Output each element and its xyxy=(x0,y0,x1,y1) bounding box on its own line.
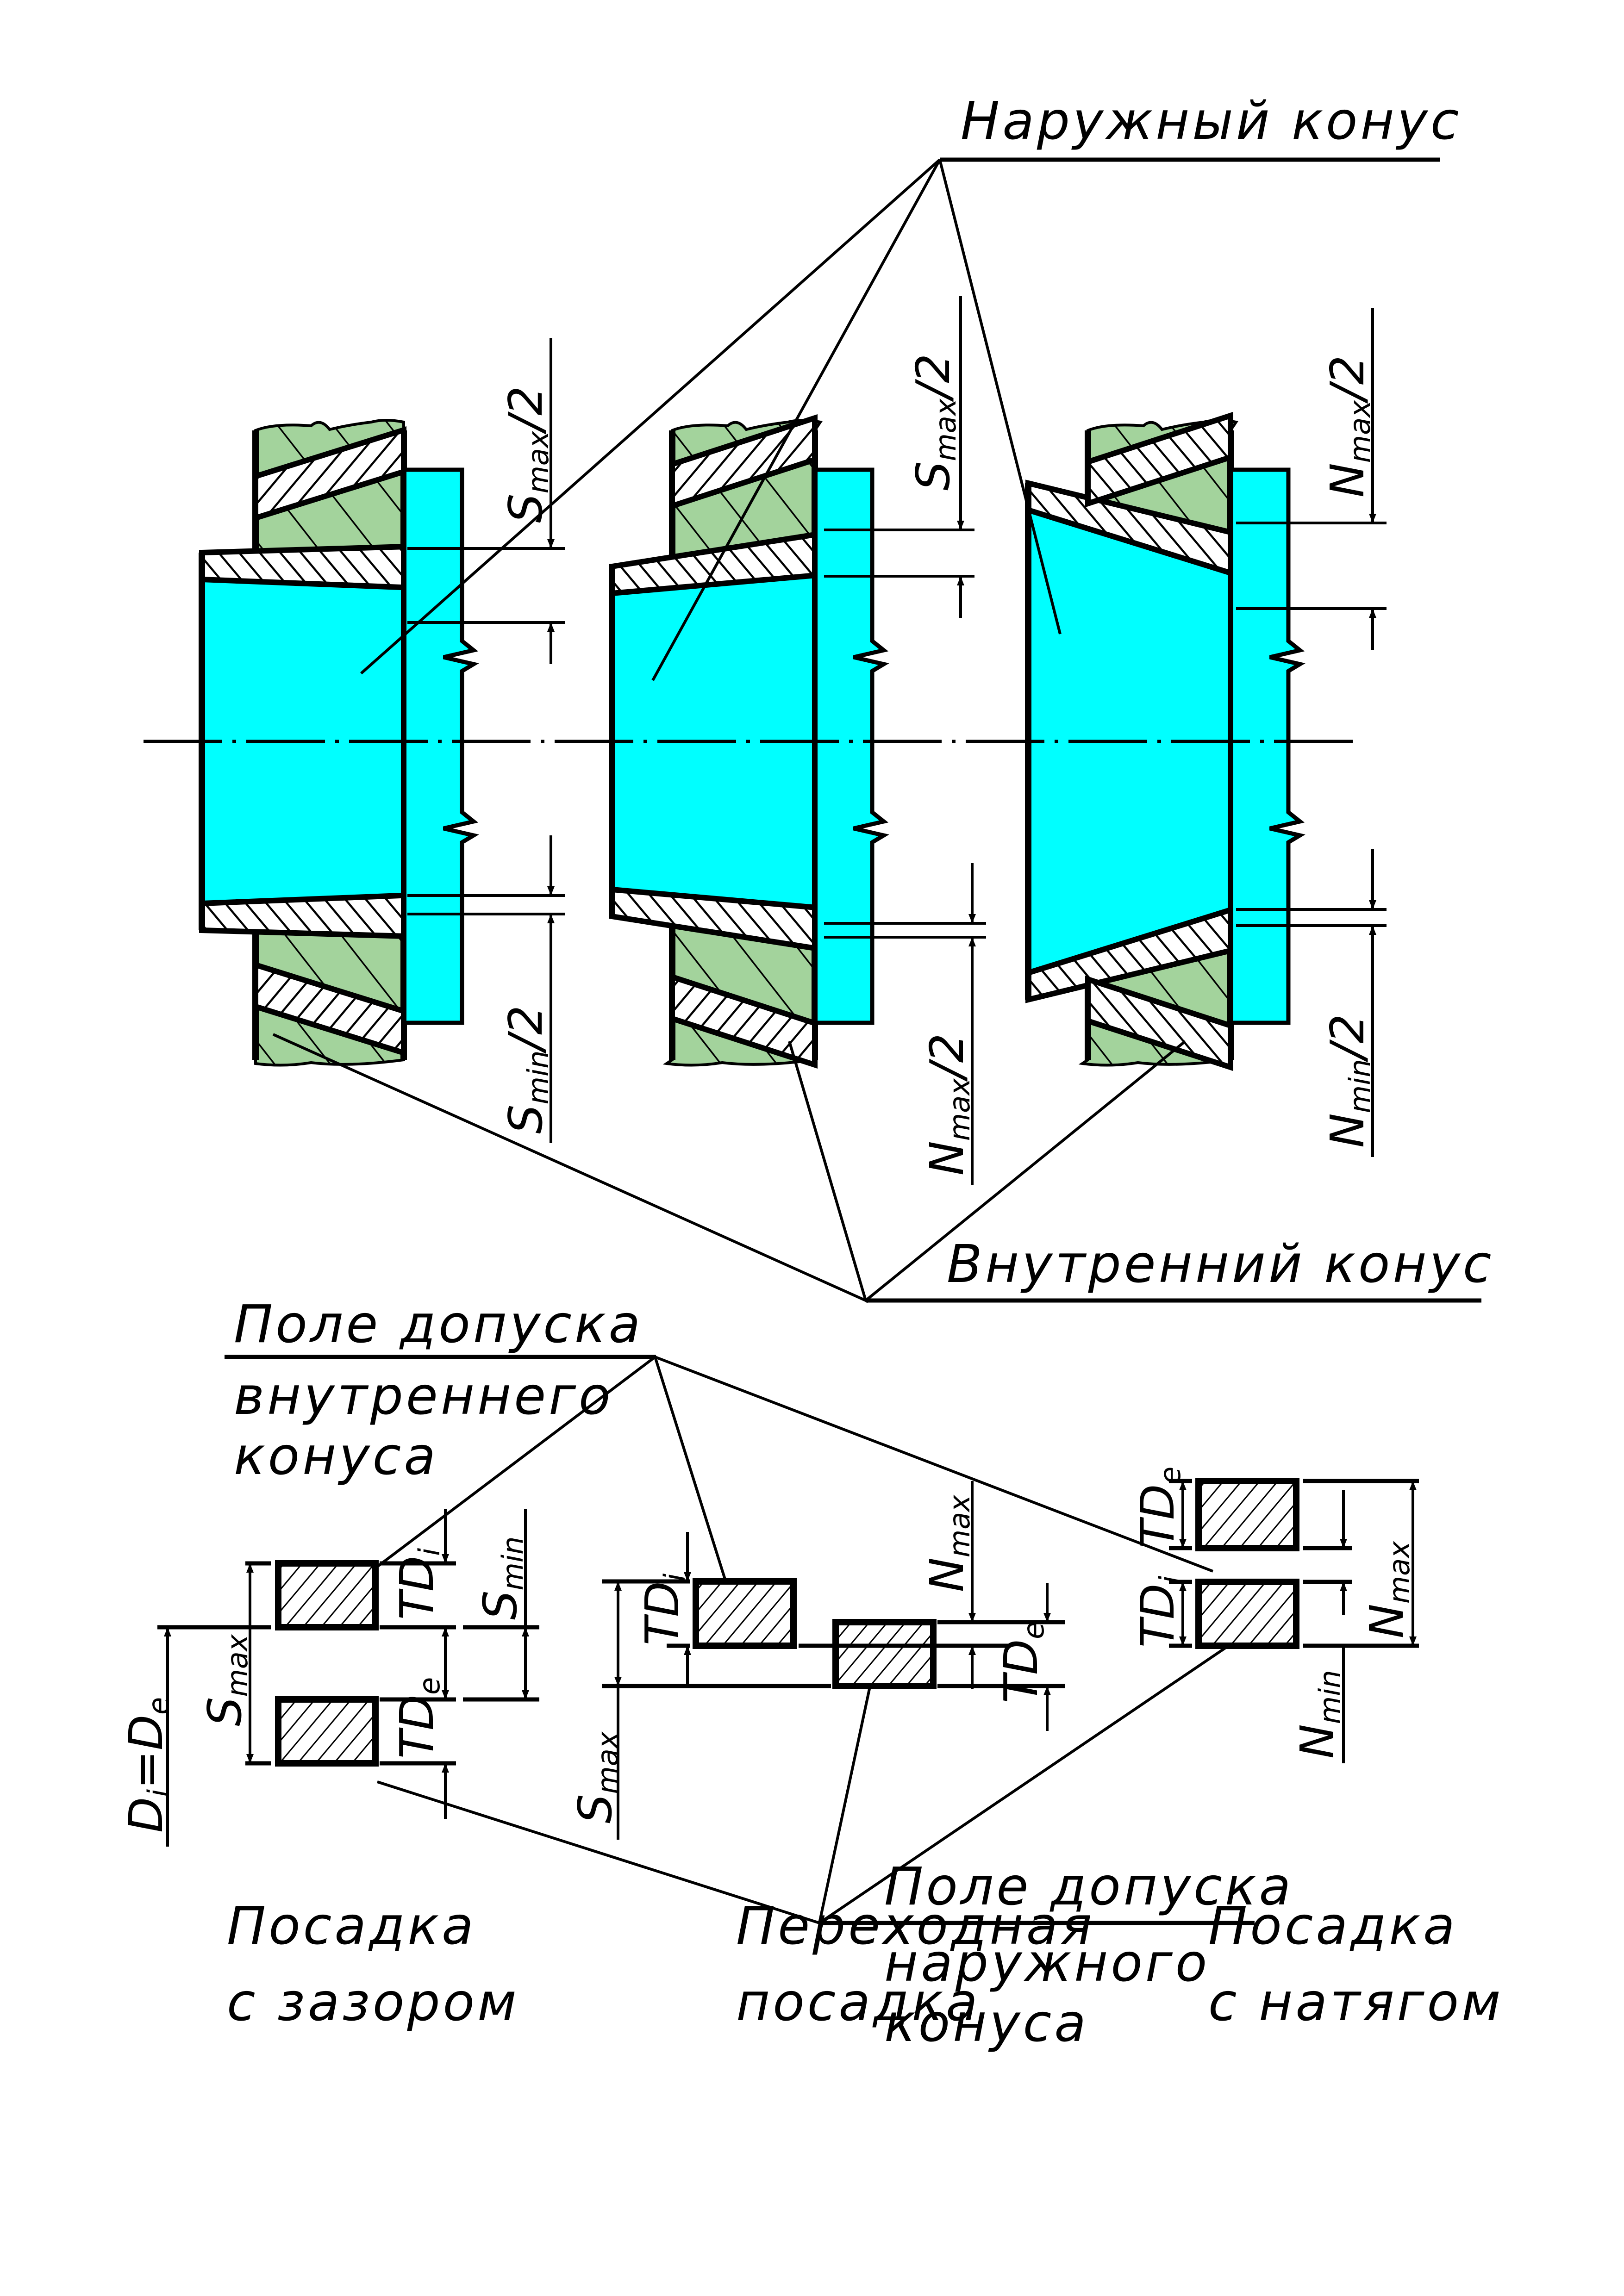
outer-tolerance-line-2: наружного xyxy=(884,1933,1210,1993)
dimension-label: Smax/2 xyxy=(906,354,962,491)
fit-clearance-line-1: Посадка xyxy=(227,1896,476,1956)
outer-tolerance-box xyxy=(1195,1478,1299,1551)
interference-bottom-dim: Nmin/2 xyxy=(1236,849,1387,1157)
inner-tolerance-label: Поле допуска внутреннего конуса xyxy=(225,1294,1214,1630)
outer-tolerance-box xyxy=(275,1696,379,1767)
tde-label: TDe xyxy=(390,1677,446,1759)
sleeve-bottom xyxy=(199,892,406,939)
shaft-section xyxy=(401,467,479,1025)
tdi-label: TDi xyxy=(635,1574,692,1645)
fit-interference-line-2: с натягом xyxy=(1208,1972,1504,2033)
outer-cone-leader: Наружный конус xyxy=(360,91,1462,681)
shaft-section xyxy=(812,467,889,1025)
inner-tolerance-line-3: конуса xyxy=(234,1426,438,1487)
interference-top-dim: Nmax/2 xyxy=(1236,308,1387,650)
nmin-label: Nmin xyxy=(1290,1670,1347,1759)
fit-interference-line-1: Посадка xyxy=(1208,1896,1458,1956)
fit-captions: Посадка с зазором Переходная посадка Пос… xyxy=(227,1896,1504,2033)
nominal-diameter-label: Di=De xyxy=(119,1697,175,1833)
transition-top-dim: Smax/2 xyxy=(824,296,974,618)
inner-tolerance-box xyxy=(1195,1579,1299,1649)
inner-tolerance-line-1: Поле допуска xyxy=(234,1294,643,1355)
tdi-label: TDi xyxy=(1131,1576,1187,1648)
outer-tolerance-box xyxy=(832,1619,937,1689)
outer-tolerance-label: Поле допуска наружного конуса xyxy=(377,1639,1293,2053)
dimension-label: Nmax/2 xyxy=(920,1033,976,1176)
nmax-label: Nmax xyxy=(920,1494,976,1592)
sleeve-top xyxy=(199,544,406,591)
inner-tolerance-box xyxy=(275,1560,379,1630)
inner-tolerance-line-2: внутреннего xyxy=(234,1366,613,1426)
housing-band-bottom xyxy=(253,961,406,1057)
dimension-label: Smax/2 xyxy=(499,386,555,523)
outer-tolerance-line-3: конуса xyxy=(884,1993,1089,2053)
housing-band-bottom xyxy=(1085,975,1233,1071)
assembly-clearance xyxy=(199,419,479,1067)
smax-label: Smax xyxy=(198,1634,254,1726)
smin-label: Smin xyxy=(473,1537,530,1620)
outer-cone-label: Наружный конус xyxy=(961,91,1462,151)
dimension-label: Nmin/2 xyxy=(1320,1014,1377,1148)
clearance-bottom-dim: Smin/2 xyxy=(407,835,565,1143)
dimension-label: Smin/2 xyxy=(499,1005,555,1134)
dimension-label: Nmax/2 xyxy=(1320,355,1377,498)
tde-label: TDe xyxy=(1131,1467,1187,1548)
fit-clearance-line-2: с зазором xyxy=(227,1972,519,2033)
outer-tolerance-line-1: Поле допуска xyxy=(884,1857,1293,1917)
fit-transition-line-2: посадка xyxy=(736,1972,981,2033)
housing-band-top xyxy=(1085,411,1233,508)
tdi-label: TDi xyxy=(390,1548,446,1620)
fit-transition-line-1: Переходная xyxy=(736,1896,1095,1956)
housing-band-top xyxy=(669,414,818,510)
inner-cone-leader: Внутренний конус xyxy=(272,1033,1494,1303)
inner-cone-label: Внутренний конус xyxy=(947,1234,1494,1294)
smax-label: Smax xyxy=(568,1731,625,1823)
shaft-section xyxy=(1228,467,1305,1025)
assembly-transition xyxy=(609,414,889,1069)
cone-assemblies xyxy=(199,411,1305,1071)
inner-tolerance-box xyxy=(693,1578,797,1649)
housing-band-bottom xyxy=(669,973,818,1069)
transition-bottom-dim: Nmax/2 xyxy=(824,863,986,1185)
nmax-label: Nmax xyxy=(1360,1541,1416,1638)
tde-label: TDe xyxy=(994,1622,1050,1703)
clearance-top-dim: Smax/2 xyxy=(407,338,565,664)
